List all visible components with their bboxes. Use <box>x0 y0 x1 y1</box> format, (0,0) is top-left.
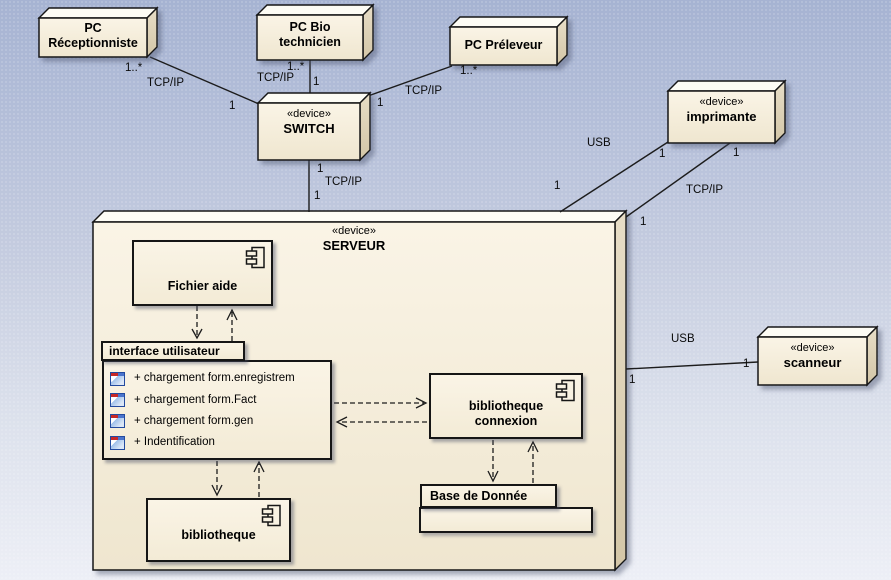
list-item-label: + chargement form.Fact <box>134 393 257 406</box>
component-name: Base de Donnée <box>430 488 528 503</box>
component-name: bibliotheque <box>181 527 256 542</box>
form-window-icon <box>110 371 125 386</box>
node-imprimante-shape[interactable] <box>666 79 787 145</box>
link-imprimante-serveur-tcpip <box>625 142 731 218</box>
base-de-donnee-lower-box[interactable] <box>419 507 593 533</box>
list-item-label: + Indentification <box>134 436 215 449</box>
form-window-icon <box>110 435 125 450</box>
component-bibliotheque-connexion[interactable]: bibliotheque connexion <box>429 373 583 439</box>
link-preleveur-switch <box>367 65 453 97</box>
node-scanneur-shape[interactable] <box>756 325 879 387</box>
base-de-donnee[interactable]: Base de Donnée <box>420 484 557 508</box>
list-item-label: + chargement form.enregistrem <box>134 372 295 385</box>
dependency-arrows <box>191 306 539 497</box>
component-icon <box>555 379 576 402</box>
form-window-icon <box>110 414 125 429</box>
link-imprimante-serveur-usb <box>559 141 669 213</box>
component-name-line: connexion <box>474 414 538 428</box>
component-fichier-aide[interactable]: Fichier aide <box>132 240 273 306</box>
component-name-line: bibliotheque <box>468 399 544 413</box>
list-item[interactable]: + Indentification <box>104 432 330 453</box>
list-item[interactable]: + chargement form.Fact <box>104 389 330 410</box>
link-receptionniste-switch <box>149 56 260 105</box>
component-bibliotheque[interactable]: bibliotheque <box>146 498 291 562</box>
list-item[interactable]: + chargement form.gen <box>104 411 330 432</box>
list-item-label: + chargement form.gen <box>134 414 254 427</box>
node-pc-preleveur-shape[interactable] <box>448 15 569 67</box>
node-pc-bio-technicien-shape[interactable] <box>255 3 375 62</box>
network-links <box>149 56 759 370</box>
interface-utilisateur-header[interactable]: interface utilisateur <box>101 341 245 361</box>
node-switch-shape[interactable] <box>256 91 372 162</box>
list-item[interactable]: + chargement form.enregistrem <box>104 368 330 389</box>
component-icon <box>245 246 266 269</box>
node-pc-receptionniste-shape[interactable] <box>37 6 159 59</box>
interface-utilisateur-body[interactable]: + chargement form.enregistrem + chargeme… <box>102 360 332 460</box>
component-icon <box>261 504 282 527</box>
component-name: interface utilisateur <box>109 344 220 358</box>
form-window-icon <box>110 393 125 408</box>
link-serveur-scanneur-usb <box>625 361 759 370</box>
component-name: Fichier aide <box>167 278 238 293</box>
